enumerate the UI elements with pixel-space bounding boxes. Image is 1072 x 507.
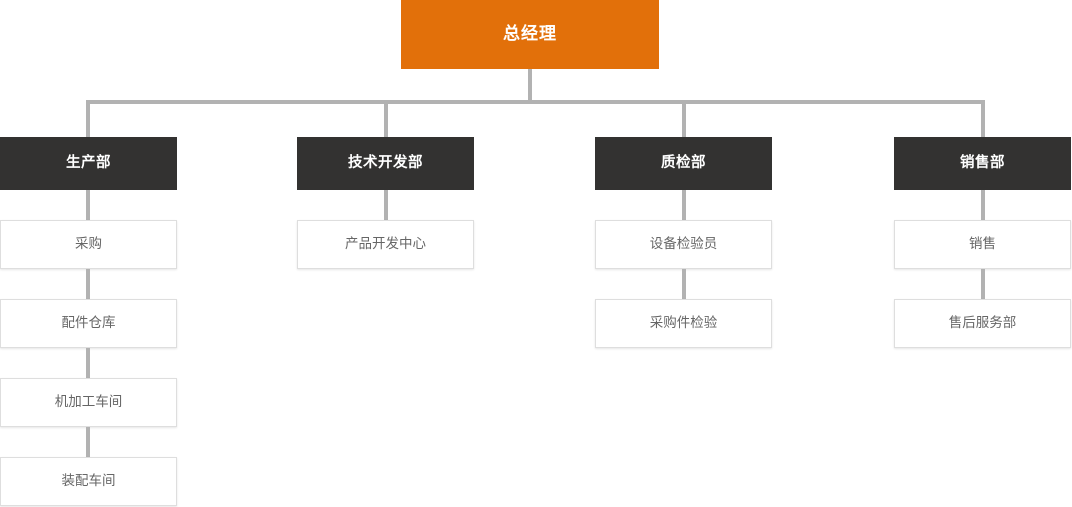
connector-bus-to-dept-0: [86, 100, 90, 137]
node-sub-label: 采购: [75, 236, 102, 252]
connector-child-0-to-child-1-sales: [981, 269, 985, 299]
node-sub-procurement[interactable]: 采购: [0, 220, 177, 269]
connector-dept-3-to-child-0: [981, 190, 985, 220]
node-sub-label: 机加工车间: [54, 394, 123, 410]
node-sub-parts-warehouse[interactable]: 配件仓库: [0, 299, 177, 348]
connector-child-1-to-child-2: [86, 348, 90, 378]
node-department-technology-development[interactable]: 技术开发部: [297, 137, 474, 190]
node-sub-label: 销售: [969, 236, 996, 252]
node-root-label: 总经理: [503, 24, 557, 44]
node-sub-label: 产品开发中心: [345, 236, 426, 252]
connector-child-0-to-child-1-qc: [682, 269, 686, 299]
node-sub-label: 装配车间: [61, 473, 116, 489]
connector-child-0-to-child-1: [86, 269, 90, 299]
node-sub-label: 售后服务部: [948, 315, 1017, 331]
connector-child-2-to-child-3: [86, 427, 90, 457]
connector-dept-1-to-child-0: [384, 190, 388, 220]
node-department-sales[interactable]: 销售部: [894, 137, 1071, 190]
node-sub-label: 设备检验员: [649, 236, 718, 252]
connector-bus-to-dept-3: [981, 100, 985, 137]
connector-bus-to-dept-1: [384, 100, 388, 137]
connector-bus-to-dept-2: [682, 100, 686, 137]
connector-dept-0-to-child-0: [86, 190, 90, 220]
node-sub-label: 采购件检验: [649, 315, 718, 331]
connector-horizontal-bus: [86, 100, 985, 104]
node-department-production[interactable]: 生产部: [0, 137, 177, 190]
node-department-quality-inspection[interactable]: 质检部: [595, 137, 772, 190]
node-sub-product-development-center[interactable]: 产品开发中心: [297, 220, 474, 269]
node-sub-machining-workshop[interactable]: 机加工车间: [0, 378, 177, 427]
node-department-label: 生产部: [66, 154, 111, 171]
node-sub-assembly-workshop[interactable]: 装配车间: [0, 457, 177, 506]
connector-dept-2-to-child-0: [682, 190, 686, 220]
connector-root-stem: [528, 69, 532, 104]
node-sub-sales[interactable]: 销售: [894, 220, 1071, 269]
node-department-label: 质检部: [661, 154, 706, 171]
node-sub-equipment-inspector[interactable]: 设备检验员: [595, 220, 772, 269]
node-sub-purchased-parts-inspection[interactable]: 采购件检验: [595, 299, 772, 348]
node-department-label: 销售部: [960, 154, 1005, 171]
node-department-label: 技术开发部: [348, 154, 423, 171]
node-sub-label: 配件仓库: [61, 315, 116, 331]
node-root-general-manager[interactable]: 总经理: [401, 0, 659, 69]
node-sub-after-sales-service[interactable]: 售后服务部: [894, 299, 1071, 348]
